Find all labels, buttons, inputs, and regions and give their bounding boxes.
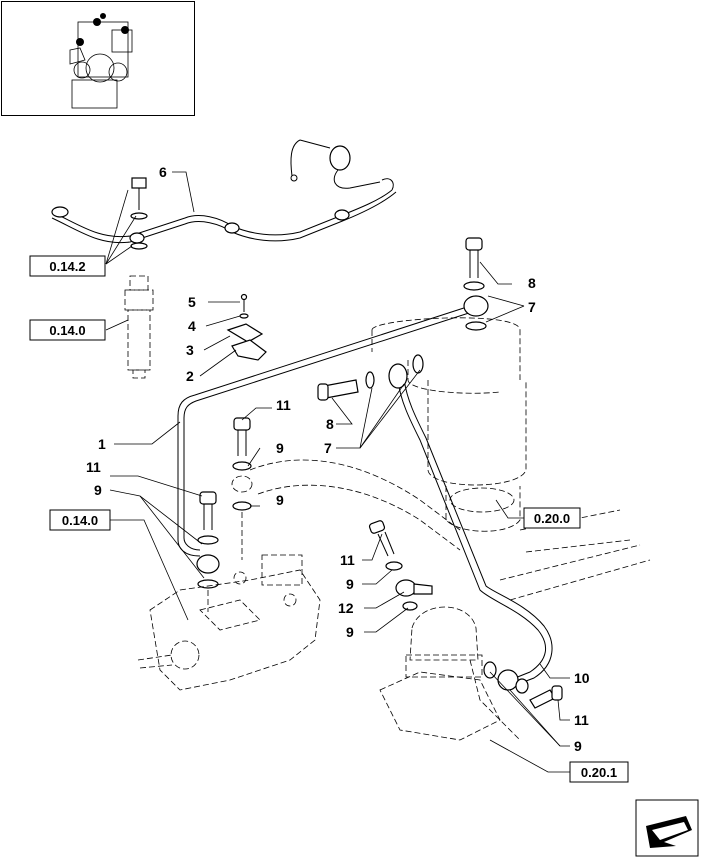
callout-9-lift-top: 9 [346,576,354,592]
callout-11-lift: 11 [340,552,355,568]
bolt-washers-pump [196,491,220,612]
callout-11-lower: 11 [574,712,589,728]
callout-9-pump: 9 [94,482,102,498]
callout-2: 2 [186,368,194,384]
ref-0-14-2-label: 0.14.2 [49,259,85,274]
fuel-filter [249,317,651,601]
callout-6: 6 [159,164,167,180]
callout-4: 4 [188,318,196,334]
banjo-fitting-side [317,354,424,401]
engine-thumbnail-icon [1,1,195,116]
bolt-washers-middle [231,417,253,560]
banjo-fitting-upper [463,237,489,331]
banjo-fitting-lift-pump [368,520,433,611]
fuel-pipe-1 [177,305,473,557]
callout-9-middle-top: 9 [276,440,284,456]
ref-0-14-0-pump[interactable]: 0.14.0 [49,509,111,531]
callouts: 6 5 4 3 2 1 11 9 11 9 9 8 7 8 7 11 9 12 … [86,164,590,754]
callout-9-middle-bottom: 9 [276,492,284,508]
callout-9-lower: 9 [574,738,582,754]
lift-pump [379,606,521,741]
ref-0-14-0-injector[interactable]: 0.14.0 [29,319,106,341]
ref-0-14-0-pump-label: 0.14.0 [62,513,98,528]
injection-pump [137,554,321,691]
leak-off-line [51,139,397,244]
callout-12: 12 [338,600,354,616]
callout-8-upper: 8 [528,275,536,291]
callout-3: 3 [186,342,194,358]
callout-1: 1 [98,436,106,452]
ref-0-20-0[interactable]: 0.20.0 [523,507,581,529]
callout-7-upper: 7 [528,299,536,315]
ref-0-14-0-injector-label: 0.14.0 [49,323,85,338]
callout-10: 10 [574,670,590,686]
next-page-arrow-icon[interactable] [635,799,699,857]
banjo-fitting-lower [483,661,563,709]
callout-7-side: 7 [324,440,332,456]
ref-0-20-1-label: 0.20.1 [581,765,617,780]
callout-8-side: 8 [326,416,334,432]
callout-9-lift-bottom: 9 [346,624,354,640]
callout-11-middle: 11 [276,397,291,413]
leader-lines [105,171,570,773]
fuel-pipe-10 [397,377,553,685]
ref-0-14-2[interactable]: 0.14.2 [29,255,106,277]
callout-5: 5 [188,294,196,310]
callout-11-pump: 11 [86,459,101,475]
ref-0-20-0-label: 0.20.0 [534,511,570,526]
ref-0-20-1[interactable]: 0.20.1 [569,761,629,783]
clamp-assembly [226,293,267,361]
banjo-bolt-upper [130,177,148,250]
injector [124,275,154,379]
